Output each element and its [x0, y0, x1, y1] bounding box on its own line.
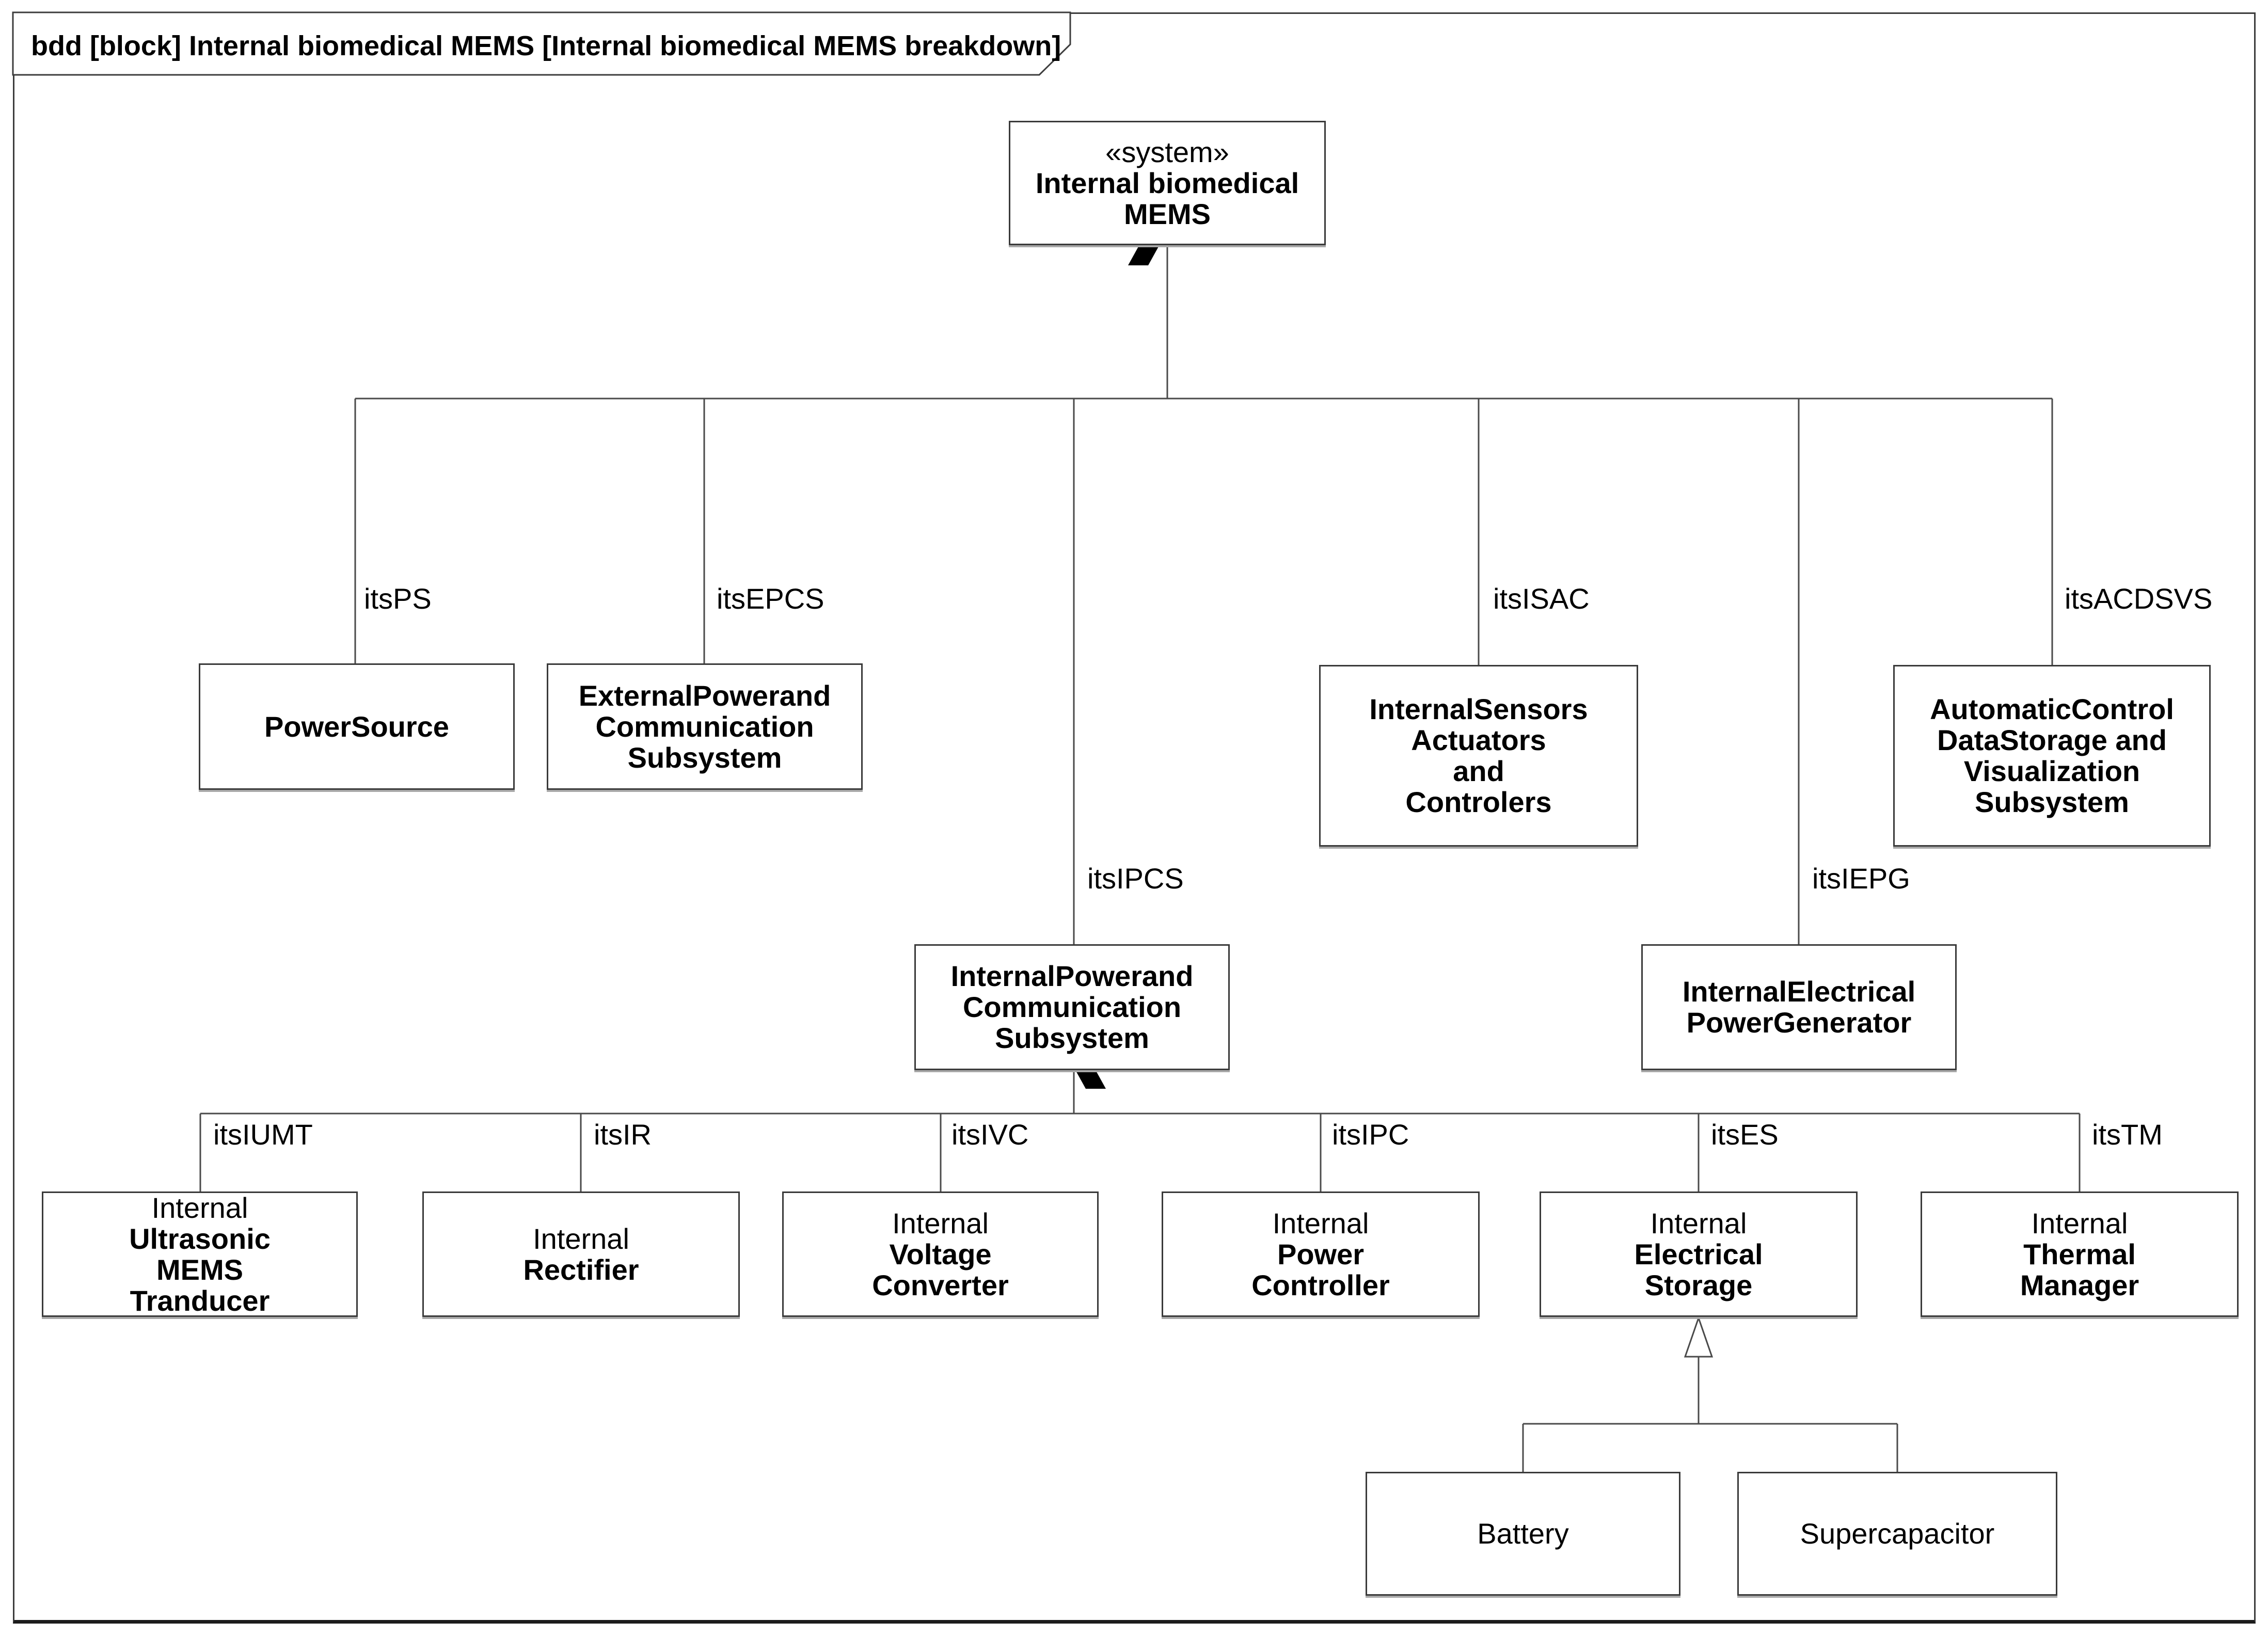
- block-name-line: Internal biomedical: [1035, 166, 1299, 199]
- block-name-line: Converter: [872, 1268, 1009, 1301]
- block-name-line: Tranducer: [130, 1284, 270, 1317]
- block-name-line: AutomaticControl: [1930, 693, 2174, 725]
- composition-diamond-icon: [1075, 1069, 1106, 1089]
- block-name-line: DataStorage and: [1937, 724, 2167, 756]
- block-name-line: Ultrasonic: [129, 1222, 271, 1255]
- block-battery[interactable]: Battery: [1366, 1472, 1680, 1596]
- block-name-line: Communication: [962, 991, 1182, 1023]
- block-name-line: Supercapacitor: [1800, 1517, 1995, 1550]
- block-name-line: Rectifier: [523, 1253, 639, 1286]
- diagram-title: bdd [block] Internal biomedical MEMS [In…: [31, 30, 1061, 61]
- block-name-line: Voltage: [889, 1237, 992, 1270]
- block-name-line: «system»: [1105, 135, 1229, 168]
- role-label-itsTM[interactable]: itsTM: [2092, 1118, 2163, 1151]
- block-name-line: Subsystem: [995, 1022, 1149, 1054]
- block-name-line: PowerSource: [264, 710, 449, 743]
- role-label-itsISAC[interactable]: itsISAC: [1493, 582, 1590, 615]
- role-label-itsIVC[interactable]: itsIVC: [951, 1118, 1029, 1151]
- block-name-line: Electrical: [1634, 1237, 1763, 1270]
- block-name-line: Power: [1277, 1237, 1365, 1270]
- role-label-itsES[interactable]: itsES: [1711, 1118, 1779, 1151]
- block-name-line: PowerGenerator: [1686, 1006, 1912, 1039]
- block-name-line: Internal: [533, 1222, 629, 1255]
- block-power-source[interactable]: PowerSource: [199, 663, 515, 790]
- generalization-triangle-icon: [1684, 1315, 1714, 1358]
- role-label-itsIEPG[interactable]: itsIEPG: [1812, 862, 1910, 895]
- composition-diamond-icon: [1128, 246, 1159, 265]
- block-name-line: and: [1453, 755, 1504, 787]
- block-name-line: Subsystem: [627, 741, 782, 774]
- block-supercapacitor[interactable]: Supercapacitor: [1737, 1472, 2057, 1596]
- block-name-line: Internal: [892, 1206, 989, 1239]
- block-name-line: InternalElectrical: [1682, 975, 1916, 1008]
- block-name-line: Storage: [1644, 1268, 1753, 1301]
- block-name-line: Manager: [2020, 1268, 2139, 1301]
- block-name-line: Subsystem: [1975, 786, 2129, 818]
- block-name-line: Communication: [595, 710, 814, 743]
- role-label-itsIPC[interactable]: itsIPC: [1332, 1118, 1409, 1151]
- block-name-line: MEMS: [156, 1253, 243, 1286]
- block-name-line: MEMS: [1124, 197, 1211, 230]
- block-name-line: Thermal: [2023, 1237, 2136, 1270]
- role-label-itsIPCS[interactable]: itsIPCS: [1087, 862, 1184, 895]
- role-label-itsPS[interactable]: itsPS: [364, 582, 432, 615]
- block-name-line: Internal: [151, 1191, 248, 1224]
- block-name-line: Controlers: [1405, 786, 1552, 818]
- block-name-line: Actuators: [1411, 724, 1546, 756]
- diagram-frame: [13, 12, 2256, 1624]
- role-label-itsEPCS[interactable]: itsEPCS: [717, 582, 824, 615]
- block-name-line: Internal: [1272, 1206, 1369, 1239]
- block-name-line: Internal: [2031, 1206, 2128, 1239]
- block-name-line: Battery: [1477, 1517, 1569, 1550]
- role-label-itsIUMT[interactable]: itsIUMT: [213, 1118, 313, 1151]
- block-name-line: Controller: [1251, 1268, 1390, 1301]
- block-name-line: Visualization: [1963, 755, 2140, 787]
- block-name-line: Internal: [1650, 1206, 1747, 1239]
- role-label-itsIR[interactable]: itsIR: [594, 1118, 652, 1151]
- block-name-line: InternalPowerand: [950, 960, 1194, 992]
- block-name-line: ExternalPowerand: [578, 679, 831, 712]
- block-name-line: InternalSensors: [1369, 693, 1588, 725]
- role-label-itsACDSVS[interactable]: itsACDSVS: [2065, 582, 2213, 615]
